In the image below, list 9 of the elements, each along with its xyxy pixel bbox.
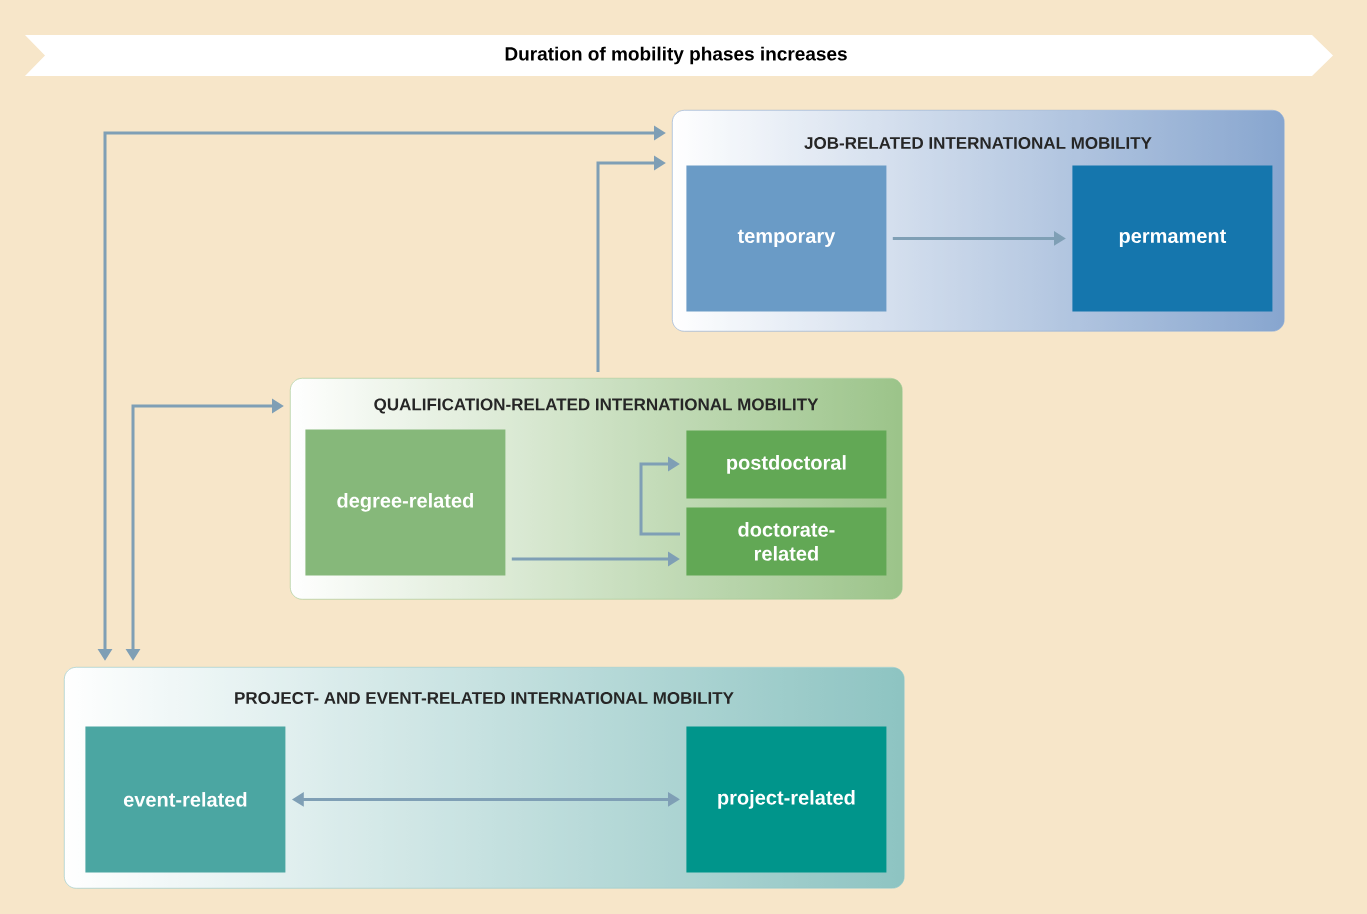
category-box: temporary	[686, 165, 887, 312]
category-box: degree-related	[305, 429, 506, 576]
banner-text: Duration of mobility phases increases	[505, 46, 847, 65]
category-box: doctorate-related	[686, 507, 887, 576]
category-box: event-related	[85, 726, 286, 873]
category-box: postdoctoral	[686, 430, 887, 499]
arrow	[639, 456, 680, 536]
category-box: project-related	[686, 726, 887, 873]
category-box: permament	[1072, 165, 1273, 312]
